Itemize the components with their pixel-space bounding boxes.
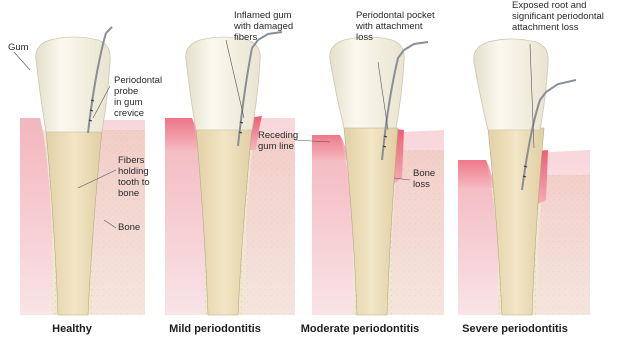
inflamed-gum-label: Inflamed gum with damaged fibers <box>234 10 293 43</box>
panel-severe <box>458 39 590 315</box>
exposed-root-label: Exposed root and significant periodontal… <box>512 0 604 33</box>
probe-label: Periodontal probe in gum crevice <box>114 75 162 119</box>
tooth-crown <box>36 37 110 132</box>
tooth-crown <box>474 39 548 130</box>
tooth-crown <box>186 37 260 130</box>
bone-loss-label: Bone loss <box>413 168 435 190</box>
panel-mild <box>165 32 295 315</box>
caption-severe: Severe periodontitis <box>440 323 590 335</box>
fibers-label: Fibers holding tooth to bone <box>118 155 150 199</box>
caption-mild: Mild periodontitis <box>150 323 280 335</box>
periodontal-pocket-label: Periodontal pocket with attachment loss <box>356 10 435 43</box>
caption-healthy: Healthy <box>22 323 122 335</box>
bone-label: Bone <box>118 222 140 233</box>
receding-gum-line-label: Receding gum line <box>258 130 298 152</box>
caption-moderate: Moderate periodontitis <box>280 323 440 335</box>
gum-label: Gum <box>8 42 29 53</box>
